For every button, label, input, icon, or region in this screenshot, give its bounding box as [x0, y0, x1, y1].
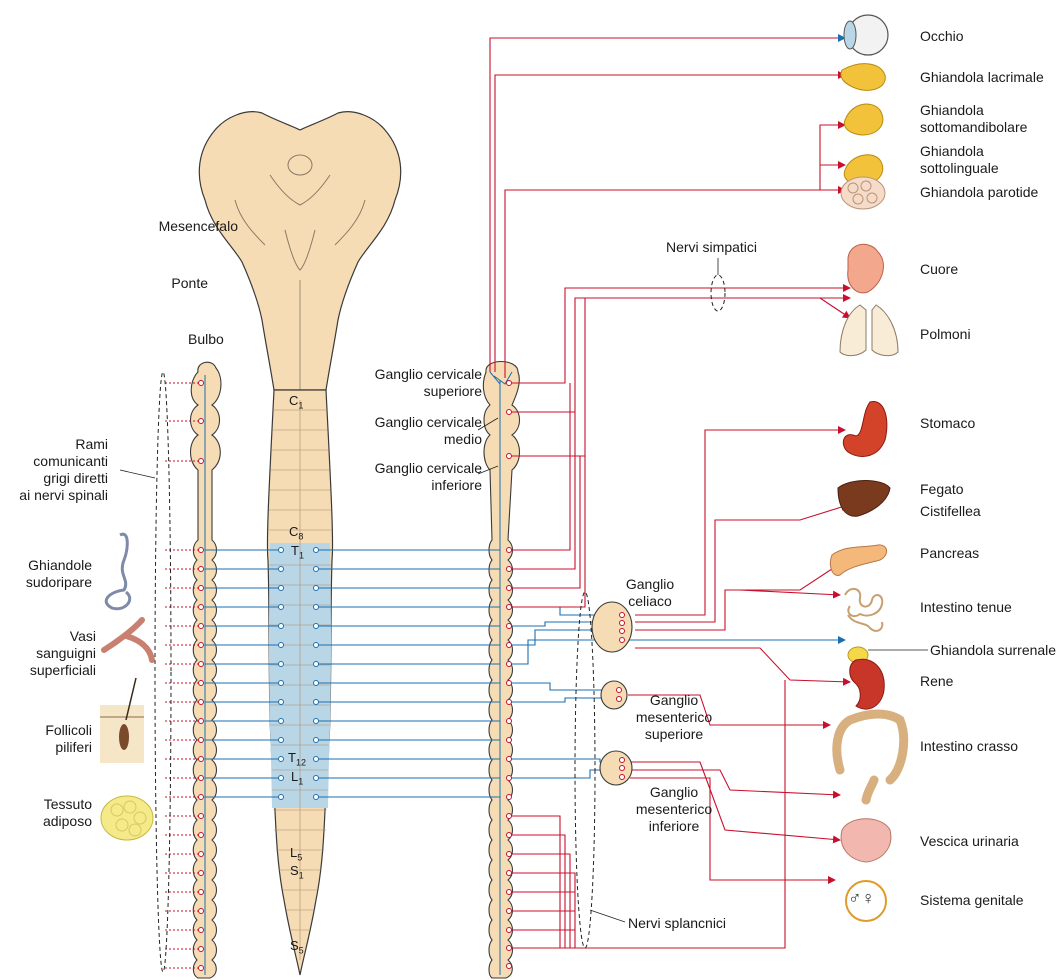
label-adrenal-gland: Ghiandola surrenale [930, 642, 1056, 659]
label-urinary-bladder: Vescica urinaria [920, 833, 1019, 850]
bladder-drawing [841, 819, 891, 862]
lungs-drawing [840, 305, 898, 356]
small-intestine-drawing [845, 589, 882, 631]
label-heart: Cuore [920, 261, 958, 278]
eye-drawing [844, 15, 888, 55]
label-large-intestine: Intestino crasso [920, 738, 1018, 755]
heart-drawing [848, 244, 884, 293]
segment-c1: C1 [289, 393, 303, 411]
superior-mesenteric-ganglion-shape [601, 681, 627, 709]
label-eye: Occhio [920, 28, 964, 45]
right-sympathetic-chain [483, 362, 519, 979]
liver-drawing [838, 481, 890, 517]
label-mesencephalon: Mesencefalo [100, 218, 238, 235]
label-pancreas: Pancreas [920, 545, 979, 562]
segment-t1: T1 [291, 543, 304, 561]
label-stomach: Stomaco [920, 415, 975, 432]
label-splanchnic-nerves: Nervi splancnici [628, 915, 726, 932]
segment-t12: T12 [288, 750, 306, 768]
large-intestine-drawing [837, 714, 904, 800]
genital-symbols-icon: ♂♀ [848, 890, 875, 907]
submandibular-gland-drawing [844, 104, 882, 135]
lacrimal-gland-drawing [841, 64, 885, 91]
segment-s1: S1 [290, 863, 304, 881]
label-lungs: Polmoni [920, 326, 971, 343]
blood-vessel-drawing [104, 620, 152, 660]
gray-rami-bracket [155, 372, 171, 972]
adrenal-leader-line [868, 641, 928, 653]
pancreas-drawing [830, 545, 886, 576]
label-medulla: Bulbo [188, 331, 224, 348]
label-sympathetic-nerves: Nervi simpatici [666, 239, 757, 256]
inferior-mesenteric-ganglion-shape [600, 751, 632, 785]
label-liver: Fegato [920, 481, 964, 498]
label-genital-system: Sistema genitale [920, 892, 1024, 909]
label-pons: Ponte [100, 275, 208, 292]
segment-c8: C8 [289, 524, 303, 542]
sweat-gland-drawing [106, 534, 130, 609]
label-small-intestine: Intestino tenue [920, 599, 1012, 616]
segment-s5: S5 [290, 938, 304, 956]
label-kidney: Rene [920, 673, 953, 690]
parotid-gland-drawing [841, 177, 885, 209]
kidney-drawing [850, 659, 884, 709]
stomach-drawing [843, 402, 887, 457]
segment-l1: L1 [291, 769, 303, 787]
left-sympathetic-chain [191, 362, 221, 978]
label-parotid-gland: Ghiandola parotide [920, 184, 1038, 201]
label-lacrimal-gland: Ghiandola lacrimale [920, 69, 1044, 86]
sympathetic-nerves-bundle [711, 275, 725, 311]
segment-l5: L5 [290, 845, 302, 863]
adipose-tissue-drawing [101, 796, 153, 840]
label-gallbladder: Cistifellea [920, 503, 981, 520]
